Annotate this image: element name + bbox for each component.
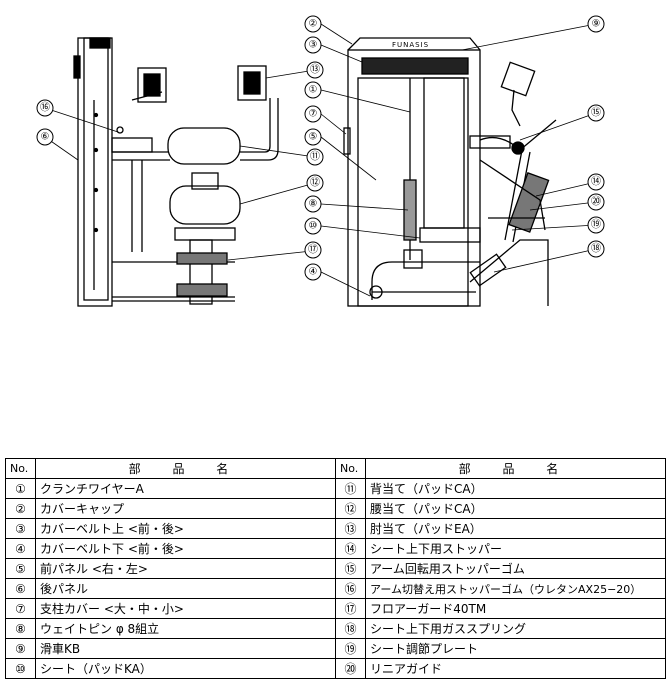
callout-8: ⑧: [309, 199, 318, 210]
table-header-row: No. 部 品 名 No. 部 品 名: [5, 458, 666, 479]
part-no: ⑬: [335, 518, 366, 539]
part-name: 肘当て（パッドEA）: [365, 518, 666, 539]
part-name: シート上下用ガススプリング: [365, 618, 666, 639]
part-no: ⑮: [335, 558, 366, 579]
part-name: シート上下用ストッパー: [365, 538, 666, 559]
part-no: ⑥: [5, 578, 36, 599]
table-row: ⑤ 前パネル <右・左> ⑮ アーム回転用ストッパーゴム: [5, 558, 666, 579]
part-no: ⑭: [335, 538, 366, 559]
table-row: ② カバーキャップ ⑫ 腰当て（パッドCA）: [5, 498, 666, 519]
callout-6: ⑥: [41, 132, 50, 143]
part-name: 滑車KB: [35, 638, 336, 659]
callout-2: ②: [309, 19, 318, 30]
table-row: ④ カバーベルト下 <前・後> ⑭ シート上下用ストッパー: [5, 538, 666, 559]
callout-1: ①: [309, 85, 318, 96]
part-no: ⑱: [335, 618, 366, 639]
part-no: ⑲: [335, 638, 366, 659]
callout-13: ⑬: [310, 64, 320, 76]
callout-15: ⑮: [591, 107, 601, 119]
part-name: 背当て（パッドCA）: [365, 478, 666, 499]
table-row: ⑧ ウェイトピン φ 8組立 ⑱ シート上下用ガススプリング: [5, 618, 666, 639]
part-name: クランチワイヤーA: [35, 478, 336, 499]
callout-18: ⑱: [591, 243, 601, 255]
part-name: アーム回転用ストッパーゴム: [365, 558, 666, 579]
callout-3: ③: [309, 40, 318, 51]
table-row: ⑩ シート（パッドKA） ⑳ リニアガイド: [5, 658, 666, 679]
callout-11: ⑪: [310, 151, 320, 163]
parts-table: No. 部 品 名 No. 部 品 名 ① クランチワイヤーA ⑪ 背当て（パッ…: [5, 458, 666, 679]
part-name: シート（パッドKA）: [35, 658, 336, 679]
part-no: ③: [5, 518, 36, 539]
callout-19: ⑲: [591, 219, 601, 231]
front-view: [343, 37, 557, 307]
callout-5: ⑤: [309, 132, 318, 143]
header-name-left: 部 品 名: [35, 458, 336, 479]
callout-7: ⑦: [309, 109, 318, 120]
part-no: ⑯: [335, 578, 366, 599]
part-no: ⑳: [335, 658, 366, 679]
machine-diagram: FUNASIS: [36, 15, 605, 307]
table-row: ③ カバーベルト上 <前・後> ⑬ 肘当て（パッドEA）: [5, 518, 666, 539]
part-name: ウェイトピン φ 8組立: [35, 618, 336, 639]
part-name: 後パネル: [35, 578, 336, 599]
part-name: フロアーガード40TM: [365, 598, 666, 619]
callout-17: ⑰: [308, 244, 318, 256]
part-name: 前パネル <右・左>: [35, 558, 336, 579]
table-row: ⑨ 滑車KB ⑲ シート調節プレート: [5, 638, 666, 659]
header-no-left: No.: [5, 458, 36, 479]
callout-12: ⑫: [310, 177, 320, 189]
part-no: ⑫: [335, 498, 366, 519]
part-name: カバーベルト上 <前・後>: [35, 518, 336, 539]
part-name: シート調節プレート: [365, 638, 666, 659]
part-name: カバーキャップ: [35, 498, 336, 519]
part-no: ⑩: [5, 658, 36, 679]
part-no: ②: [5, 498, 36, 519]
callout-4: ④: [309, 267, 318, 278]
part-no: ⑪: [335, 478, 366, 499]
part-name: アーム切替え用ストッパーゴム（ウレタンAX25−20）: [365, 578, 666, 599]
part-no: ⑰: [335, 598, 366, 619]
part-no: ⑤: [5, 558, 36, 579]
side-view: [73, 37, 279, 307]
part-no: ④: [5, 538, 36, 559]
part-no: ⑦: [5, 598, 36, 619]
table-row: ⑥ 後パネル ⑯ アーム切替え用ストッパーゴム（ウレタンAX25−20）: [5, 578, 666, 599]
part-name: 支柱カバー <大・中・小>: [35, 598, 336, 619]
callout-9: ⑨: [592, 19, 601, 30]
callout-10: ⑩: [309, 221, 318, 232]
part-name: カバーベルト下 <前・後>: [35, 538, 336, 559]
callout-20: ⑳: [591, 196, 601, 208]
part-no: ⑨: [5, 638, 36, 659]
table-row: ① クランチワイヤーA ⑪ 背当て（パッドCA）: [5, 478, 666, 499]
part-no: ①: [5, 478, 36, 499]
part-name: 腰当て（パッドCA）: [365, 498, 666, 519]
header-name-right: 部 品 名: [365, 458, 666, 479]
table-row: ⑦ 支柱カバー <大・中・小> ⑰ フロアーガード40TM: [5, 598, 666, 619]
callout-16: ⑯: [40, 102, 50, 114]
header-no-right: No.: [335, 458, 366, 479]
brand-label: FUNASIS: [392, 41, 429, 49]
part-name: リニアガイド: [365, 658, 666, 679]
part-no: ⑧: [5, 618, 36, 639]
callout-14: ⑭: [591, 176, 601, 188]
